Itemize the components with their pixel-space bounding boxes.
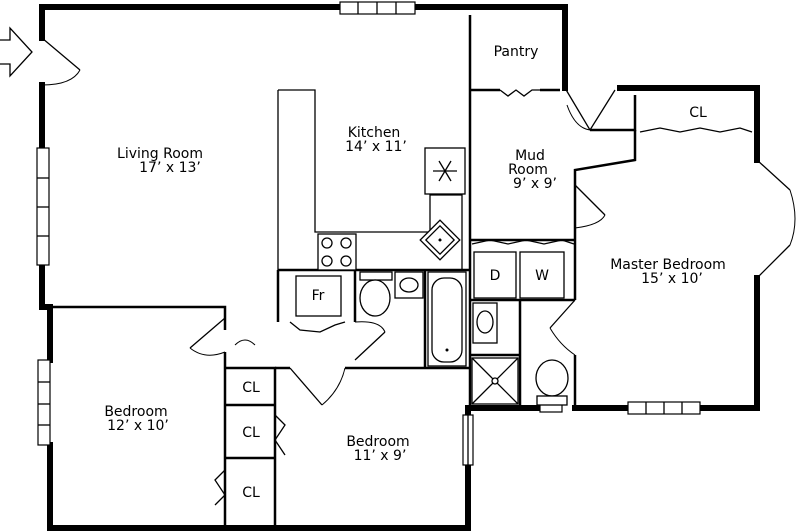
kitchen-size: 14’ x 11’	[345, 139, 407, 155]
toilet-icon	[359, 279, 391, 317]
bedroom-sw-size: 12’ x 10’	[107, 418, 169, 434]
mud-room-name-2: Room	[508, 162, 548, 178]
living-room-size: 17’ x 13’	[139, 160, 201, 176]
pantry-name: Pantry	[494, 44, 539, 60]
closet-1-label: CL	[242, 380, 260, 396]
bathtub-icon	[427, 271, 467, 367]
interior-walls	[50, 15, 637, 528]
fridge-box	[295, 275, 342, 317]
master-sink-icon	[476, 310, 494, 334]
sink-icon	[399, 277, 419, 293]
labels: Living Room 17’ x 13’ Kitchen 14’ x 11’ …	[104, 44, 725, 501]
fridge-label: Fr	[312, 288, 325, 304]
closet-3-label: CL	[242, 485, 260, 501]
dryer-label: D	[490, 268, 501, 284]
bath-fixtures	[359, 271, 569, 406]
bedroom-s-size: 11’ x 9’	[354, 448, 407, 464]
laundry	[473, 251, 565, 299]
washer-box	[519, 251, 565, 299]
master-bedroom-size: 15’ x 10’	[641, 271, 703, 287]
bedroom-sw-name: Bedroom	[104, 404, 167, 420]
kitchen-name: Kitchen	[348, 125, 401, 141]
doors	[41, 37, 796, 506]
master-toilet-icon	[535, 359, 569, 397]
closet-master-label: CL	[689, 105, 707, 121]
snowflake-icon	[433, 160, 457, 182]
kitchen-sink-icon	[419, 219, 461, 261]
mud-room-size: 9’ x 9’	[513, 176, 557, 192]
windows	[36, 1, 701, 466]
kitchen-fixtures	[277, 89, 466, 317]
master-bedroom-name: Master Bedroom	[610, 257, 726, 273]
entry-arrow-icon	[0, 26, 33, 78]
closet-2-label: CL	[242, 425, 260, 441]
living-room-name: Living Room	[117, 146, 203, 162]
stove-icon	[317, 233, 357, 271]
dryer-box	[473, 251, 517, 299]
mud-room-name-1: Mud	[515, 148, 545, 164]
bedroom-s-name: Bedroom	[346, 434, 409, 450]
washer-label: W	[535, 268, 549, 284]
